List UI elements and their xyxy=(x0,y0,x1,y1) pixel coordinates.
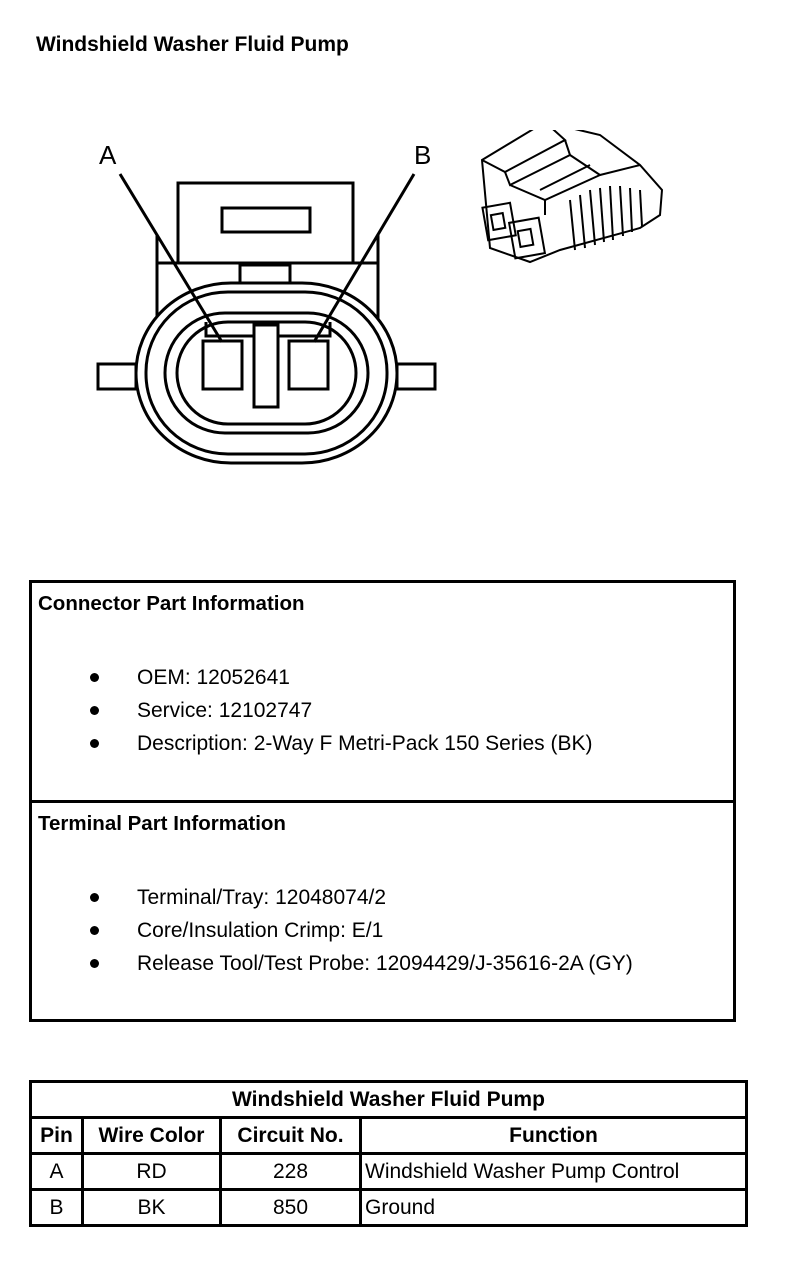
page-title: Windshield Washer Fluid Pump xyxy=(36,33,349,56)
wire-color-cell: BK xyxy=(81,1188,222,1227)
column-header: Function xyxy=(359,1116,748,1155)
column-header: Circuit No. xyxy=(219,1116,362,1155)
list-item: OEM: 12052641 xyxy=(32,661,593,694)
connector-info-list: OEM: 12052641 Service: 12102747 Descript… xyxy=(32,661,593,760)
connector-front-view xyxy=(96,173,437,465)
pin-label-a: A xyxy=(99,140,117,170)
wire-color-cell: RD xyxy=(81,1152,222,1191)
pin-label-b: B xyxy=(414,140,431,170)
pin-cell: A xyxy=(29,1152,84,1191)
function-cell: Ground xyxy=(359,1188,748,1227)
connector-3d-view xyxy=(480,130,664,264)
function-cell: Windshield Washer Pump Control xyxy=(359,1152,748,1191)
terminal-info-list: Terminal/Tray: 12048074/2 Core/Insulatio… xyxy=(32,881,633,980)
connector-info-heading: Connector Part Information xyxy=(38,592,305,615)
circuit-cell: 228 xyxy=(219,1152,362,1191)
list-item: Core/Insulation Crimp: E/1 xyxy=(32,914,633,947)
list-item: Terminal/Tray: 12048074/2 xyxy=(32,881,633,914)
column-header: Pin xyxy=(29,1116,84,1155)
connector-diagram: A B xyxy=(96,130,664,465)
terminal-info-heading: Terminal Part Information xyxy=(38,812,286,835)
pin-table-title: Windshield Washer Fluid Pump xyxy=(29,1080,748,1119)
circuit-cell: 850 xyxy=(219,1188,362,1227)
connector-part-info: Connector Part Information OEM: 12052641… xyxy=(29,580,736,803)
table-row: B BK 850 Ground xyxy=(29,1188,748,1227)
list-item: Description: 2-Way F Metri-Pack 150 Seri… xyxy=(32,727,593,760)
table-row: A RD 228 Windshield Washer Pump Control xyxy=(29,1152,748,1191)
pin-cell: B xyxy=(29,1188,84,1227)
pin-table: Windshield Washer Fluid Pump Pin Wire Co… xyxy=(29,1080,748,1227)
column-header: Wire Color xyxy=(81,1116,222,1155)
pin-table-header-row: Pin Wire Color Circuit No. Function xyxy=(29,1116,748,1155)
terminal-part-info: Terminal Part Information Terminal/Tray:… xyxy=(29,800,736,1022)
list-item: Service: 12102747 xyxy=(32,694,593,727)
list-item: Release Tool/Test Probe: 12094429/J-3561… xyxy=(32,947,633,980)
